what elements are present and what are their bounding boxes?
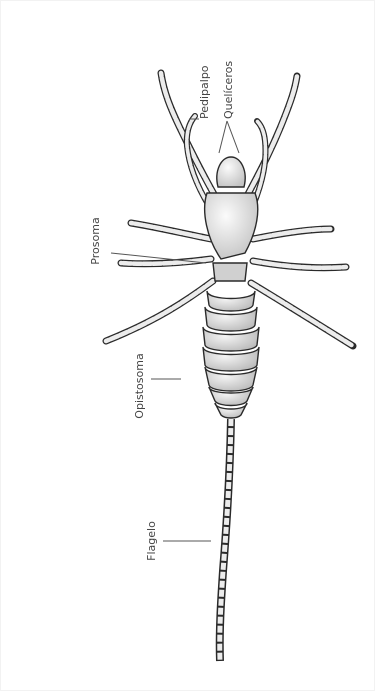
leg-2-left [131,223,211,239]
prosoma-shape [205,193,258,259]
label-flagelo: Flagelo [145,521,158,561]
leg-3-left [121,259,211,264]
leader-queliceros-b [227,121,239,153]
leg-4-left [106,281,213,341]
leg-2-right [253,229,331,239]
pedicel [213,263,247,281]
leader-queliceros-a [219,121,227,153]
flagellum [220,419,231,661]
pedipalp-right [247,76,297,196]
label-opistosoma: Opistosoma [133,353,146,418]
label-prosoma: Prosoma [89,217,102,264]
chelicerae [217,157,245,187]
opistosoma-segments [203,291,259,418]
leg-4-right [251,283,353,346]
label-pedipalpo: Pedipalpo [198,65,211,119]
leg-3-right [253,261,346,268]
label-queliceros: Quelíceros [222,61,235,119]
body [203,157,259,661]
